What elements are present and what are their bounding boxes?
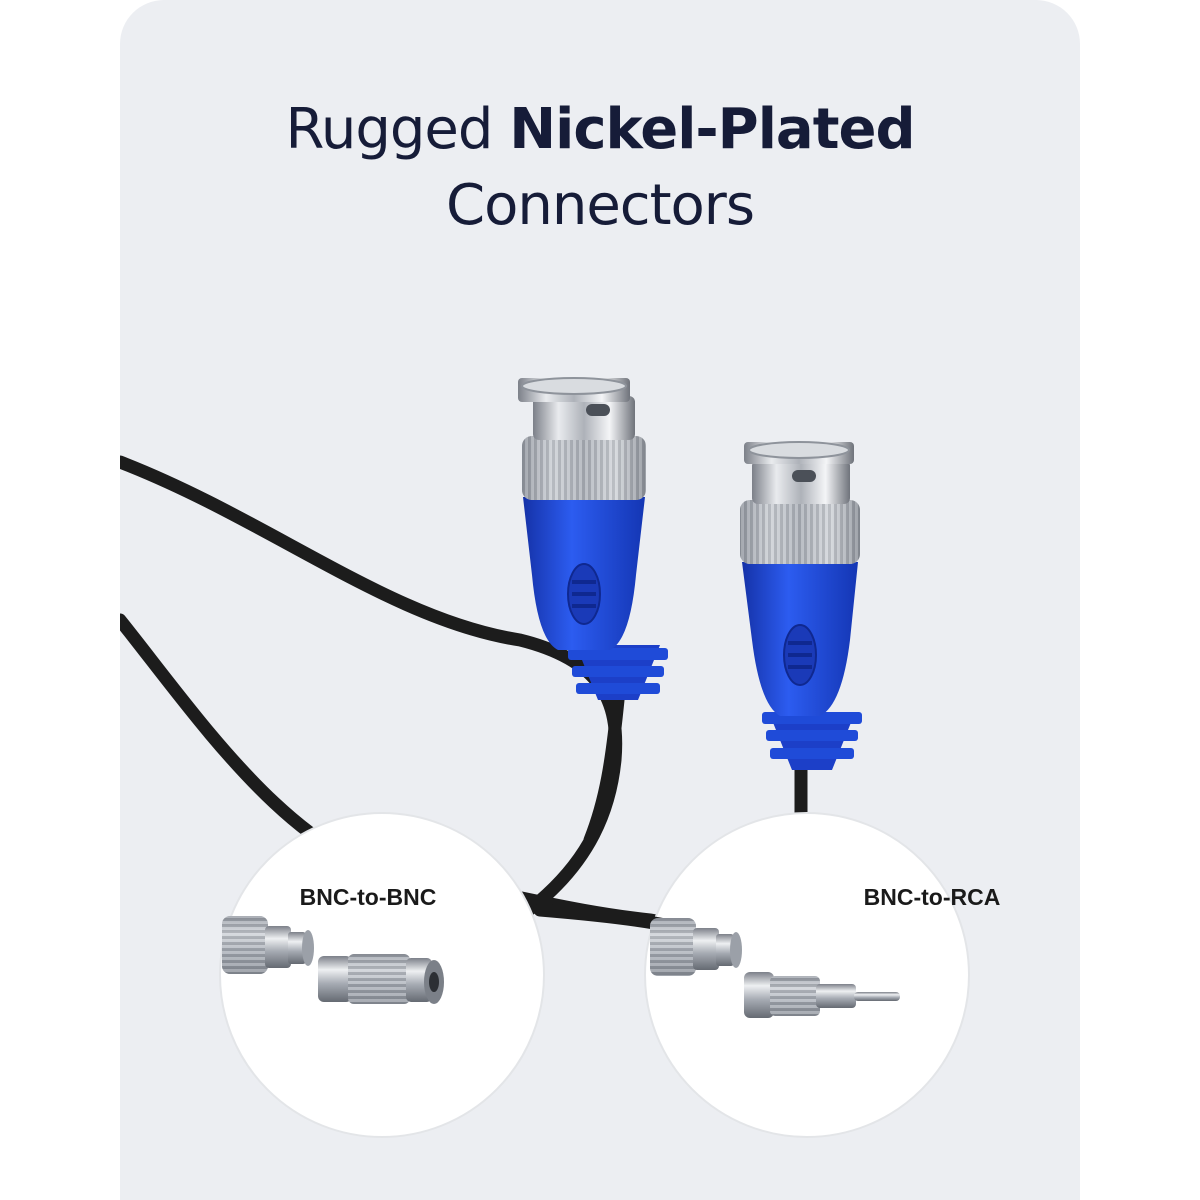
- headline-bold-text: Nickel-Plated: [509, 97, 915, 162]
- bnc-male-plug: [222, 916, 314, 974]
- right-bnc-connector: [740, 441, 862, 770]
- product-card: Rugged Nickel-Plated Connectors: [120, 0, 1080, 1200]
- left-bnc-connector: [518, 377, 668, 700]
- bnc-to-rca-adapter: [744, 972, 900, 1018]
- headline-light-text: Rugged: [285, 97, 493, 162]
- cable-illustration: [120, 377, 970, 1138]
- bnc-male-plug-right: [650, 918, 742, 976]
- bnc-to-bnc-inset: [219, 812, 545, 1138]
- bnc-female-coupler: [318, 954, 444, 1004]
- bnc-to-bnc-label: BNC-to-BNC: [299, 884, 437, 910]
- headline-second-line: Connectors: [445, 173, 755, 238]
- bnc-to-rca-inset: [533, 812, 970, 1138]
- headline: Rugged Nickel-Plated Connectors: [120, 92, 1080, 244]
- bnc-to-rca-label: BNC-to-RCA: [863, 884, 1001, 910]
